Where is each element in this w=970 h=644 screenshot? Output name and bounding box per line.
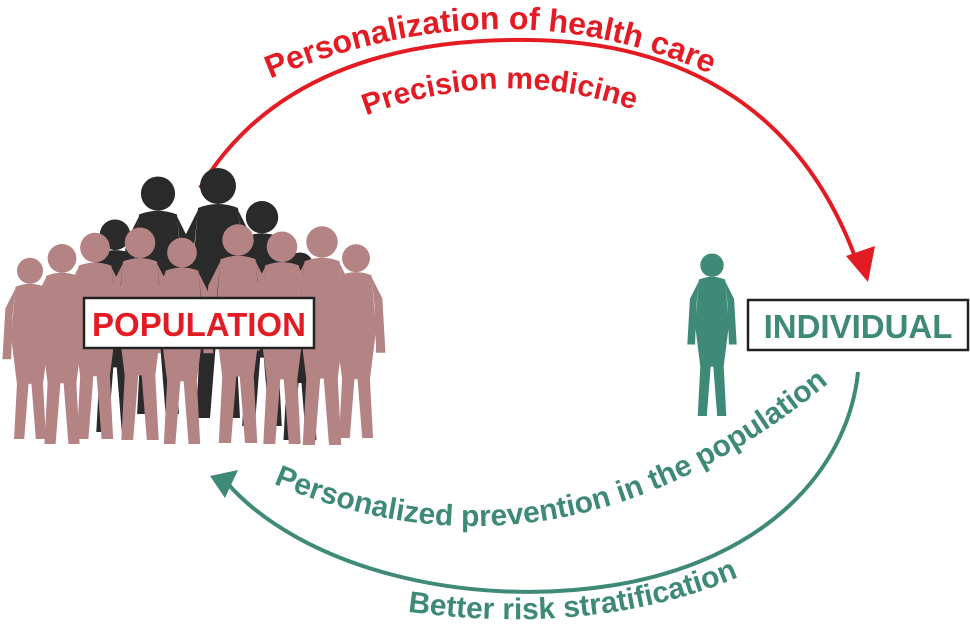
individual-label: INDIVIDUAL [764, 308, 953, 345]
individual-figure-illustration [687, 253, 737, 416]
top-arc-text-2: Precision medicine [357, 62, 641, 122]
bottom-arc-text-1: Personalized prevention in the populatio… [271, 363, 833, 533]
top-arc-text-2-path: Precision medicine [357, 62, 641, 122]
top-arrow [198, 37, 875, 282]
top-arrowhead [846, 246, 875, 282]
bottom-arc-line [226, 371, 860, 594]
population-label: POPULATION [92, 306, 306, 343]
top-arc-line [198, 37, 860, 266]
bottom-arc-text-1-path: Personalized prevention in the populatio… [271, 363, 833, 533]
individual-label-box: INDIVIDUAL [746, 298, 970, 352]
bottom-arrowhead [210, 470, 238, 498]
bottom-arrow [210, 371, 860, 594]
population-label-box: POPULATION [82, 296, 316, 350]
